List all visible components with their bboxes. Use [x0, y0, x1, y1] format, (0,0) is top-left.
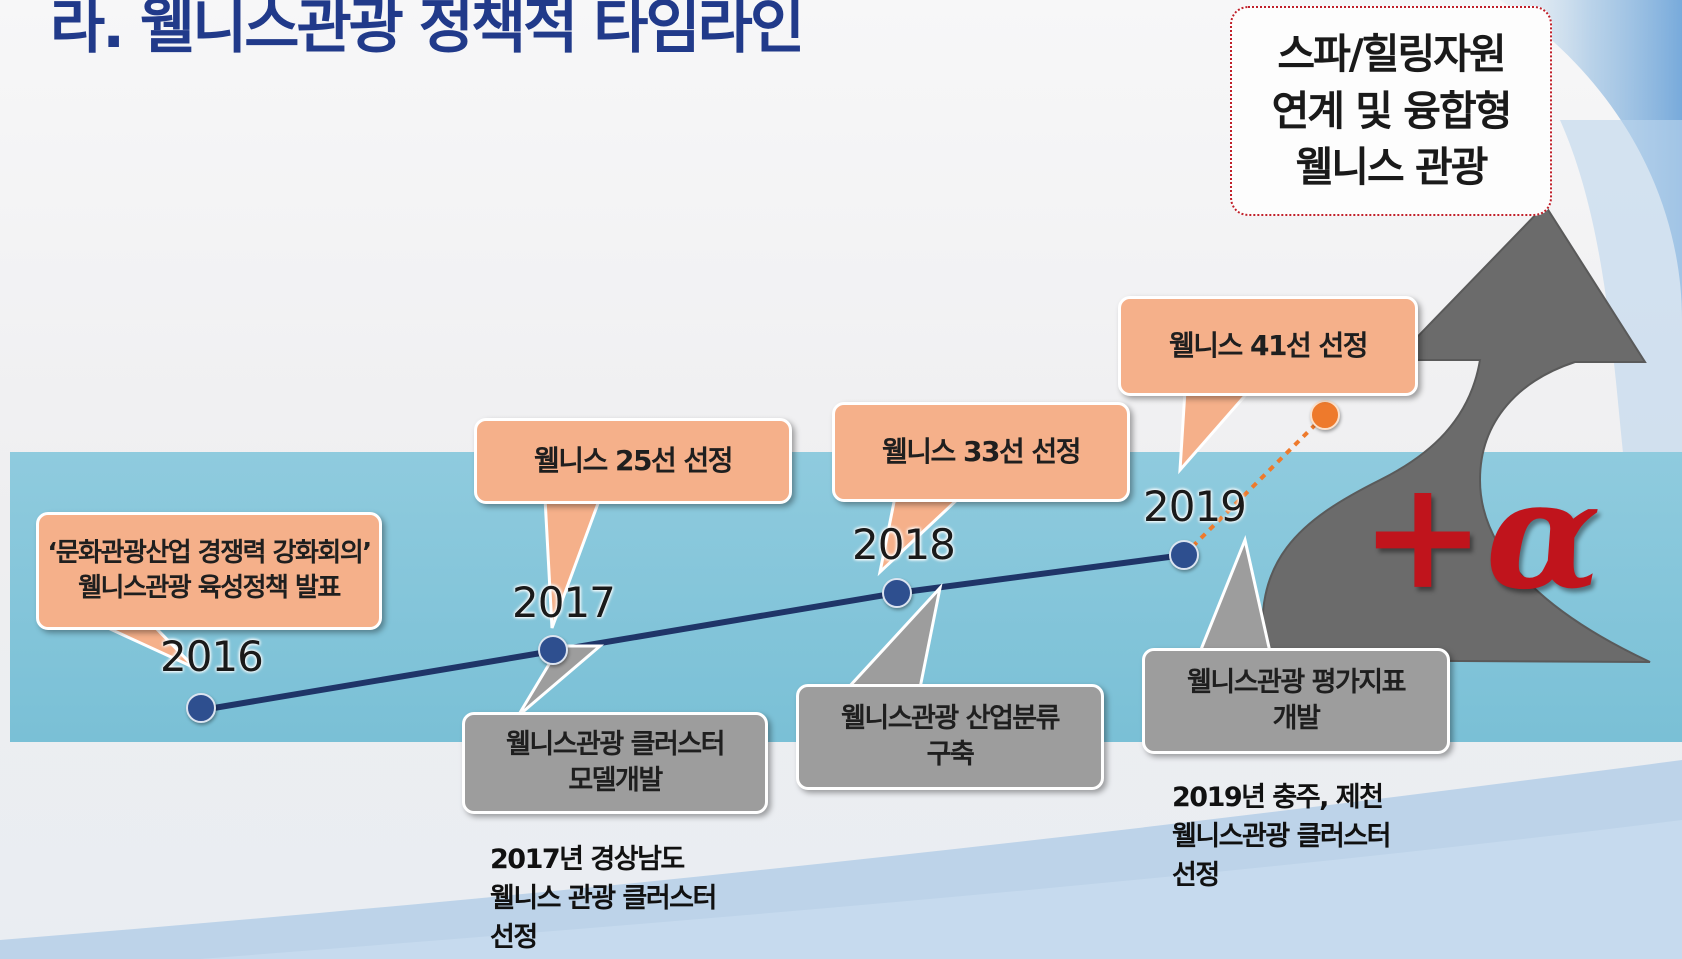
research-bubble-2018: 웰니스관광 산업분류 구축 — [796, 684, 1104, 790]
timeline-dot-2016 — [186, 693, 216, 723]
timeline-dot-2017 — [538, 635, 568, 665]
policy-bubble-2016: ‘문화관광산업 경쟁력 강화회의’ 웰니스관광 육성정책 발표 — [36, 512, 382, 630]
timeline-dot-2018 — [882, 578, 912, 608]
year-label-2017: 2017 — [512, 578, 616, 627]
cluster-note-2017: 2017년 경상남도 웰니스 관광 클러스터 선정 — [490, 844, 717, 954]
timeline-dot-2019 — [1169, 540, 1199, 570]
year-label-2019: 2019 — [1143, 482, 1247, 531]
bottom-swoosh-2 — [200, 820, 1682, 959]
policy-bubble-2017: 웰니스 25선 선정 — [474, 418, 792, 504]
timeline-line — [199, 552, 1187, 713]
goal-box: 스파/힐링자원 연계 및 융합형 웰니스 관광 — [1230, 6, 1552, 216]
future-line — [1182, 413, 1327, 557]
year-label-2016: 2016 — [160, 632, 264, 681]
research-bubble-2019: 웰니스관광 평가지표 개발 — [1142, 648, 1450, 754]
year-label-2018: 2018 — [852, 520, 956, 569]
cluster-note-2019: 2019년 충주, 제천 웰니스관광 클러스터 선정 — [1172, 782, 1391, 892]
policy-bubble-2019: 웰니스 41선 선정 — [1118, 296, 1418, 396]
future-dot — [1310, 400, 1340, 430]
plus-alpha: +α — [1360, 447, 1602, 623]
page-title: 라. 웰니스관광 정책적 타임라인 — [50, 0, 805, 62]
growth-arrow — [1261, 203, 1651, 663]
policy-bubble-2018: 웰니스 33선 선정 — [832, 402, 1130, 502]
tail-gray-2017 — [516, 644, 605, 718]
research-bubble-2017: 웰니스관광 클러스터 모델개발 — [462, 712, 768, 814]
right-swoosh — [1500, 0, 1682, 320]
